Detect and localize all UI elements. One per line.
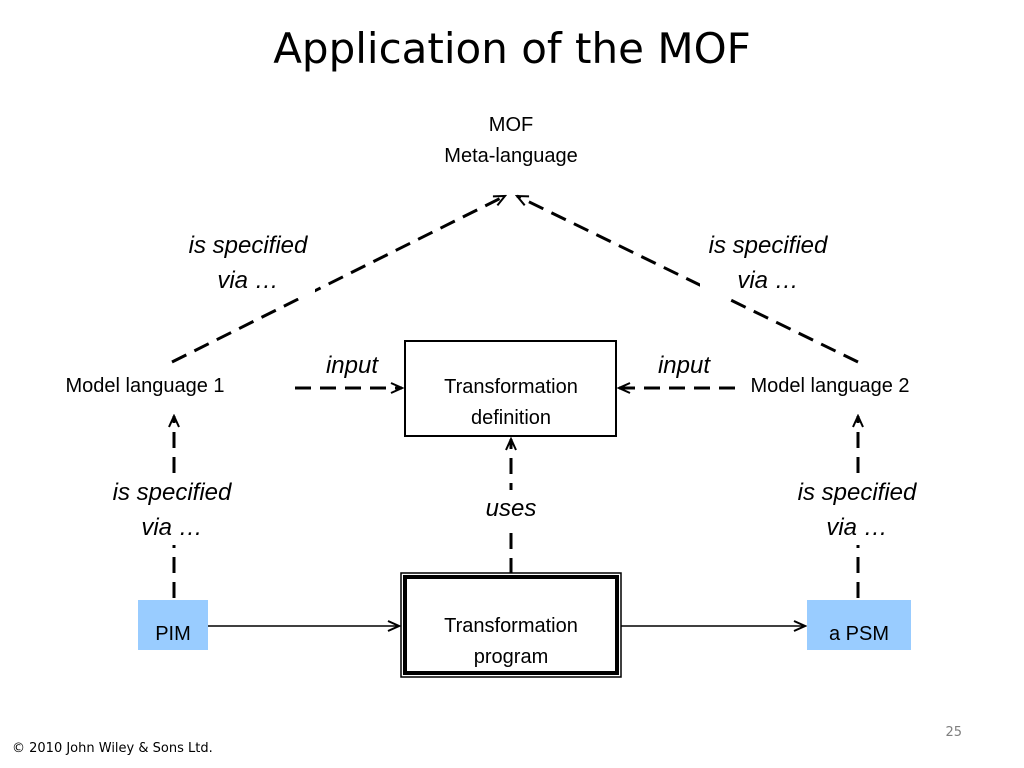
transformation-program-line2: program (474, 646, 548, 668)
psm-label: a PSM (829, 623, 889, 645)
label-via-bottom-left: via … (141, 514, 202, 541)
label-input-left: input (326, 352, 379, 379)
copyright-footer: © 2010 John Wiley & Sons Ltd. (12, 741, 213, 756)
transformation-program-box (403, 575, 619, 675)
label-uses: uses (486, 495, 537, 522)
transformation-definition-box (404, 340, 617, 437)
label-via-top-left: via … (217, 267, 278, 294)
mof-label: MOF (489, 114, 533, 136)
model-language-1: Model language 1 (65, 375, 224, 397)
meta-language-label: Meta-language (444, 145, 577, 167)
edge-ml1-to-mof (171, 194, 505, 364)
label-via-top-right: via … (737, 267, 798, 294)
pim-label: PIM (155, 623, 191, 645)
transformation-program-line1: Transformation (444, 615, 578, 637)
label-specified-top-right: is specified (709, 232, 828, 259)
transformation-definition-line2: definition (471, 407, 551, 429)
label-specified-top-left: is specified (189, 232, 308, 259)
label-specified-bottom-right: is specified (798, 479, 917, 506)
edge-ml2-to-mof (517, 194, 859, 364)
pim-box (138, 600, 208, 650)
slide-title: Application of the MOF (273, 24, 751, 73)
label-specified-bottom-left: is specified (113, 479, 232, 506)
page-number: 25 (945, 725, 962, 740)
transformation-definition-line1: Transformation (444, 376, 578, 398)
label-via-bottom-right: via … (826, 514, 887, 541)
model-language-2: Model language 2 (750, 375, 909, 397)
psm-box (807, 600, 911, 650)
label-input-right: input (658, 352, 711, 379)
